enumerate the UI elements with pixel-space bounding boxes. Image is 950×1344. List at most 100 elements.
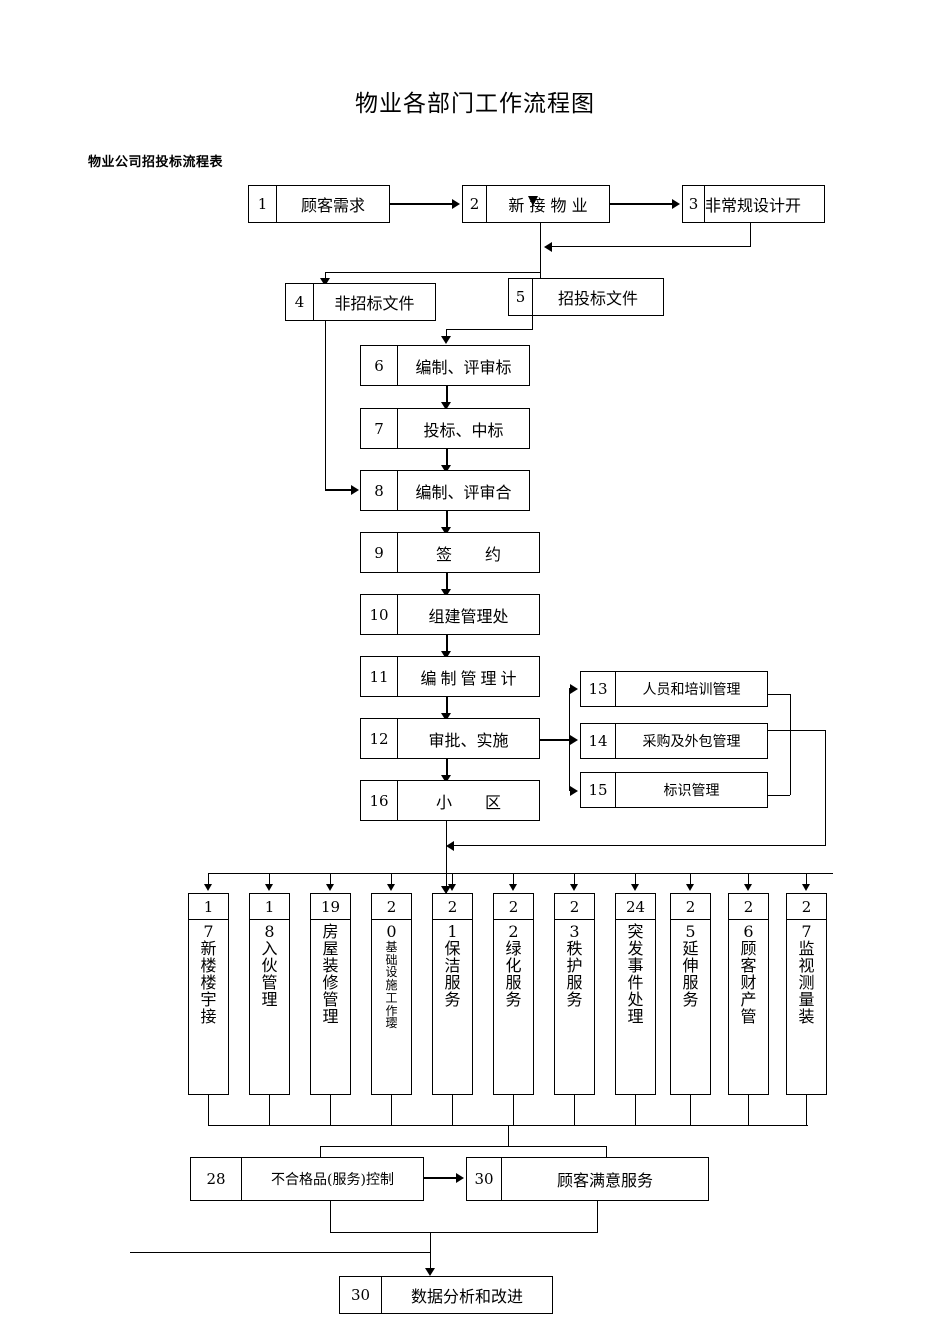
node-30a-label: 顾客满意服务 [556,1171,653,1190]
collector-riser-18 [269,1095,270,1125]
bus-drop-20 [391,873,392,887]
arrowhead-bus-25-icon [686,884,694,891]
node-12-approve-implement[interactable]: 12 审批、实施 [360,718,540,759]
node-30a-number: 30 [467,1158,502,1200]
arrowhead-2-to-3-icon [672,199,680,209]
connector-28-to-30a [424,1177,456,1179]
connector-1-to-2 [390,203,452,205]
collector-riser-24 [635,1095,636,1125]
connector-30a-down [597,1201,598,1233]
node-3-number: 3 [683,186,705,222]
node-22-char-2: 服 [505,972,522,992]
arrowhead-bus-27-icon [802,884,810,891]
collector-drop-to-30a [606,1146,607,1160]
node-21-cleaning-service[interactable]: 2 1 保 洁 服 务 [432,893,473,1095]
node-25-num-cont: 5 [685,922,696,941]
node-22-greening-service[interactable]: 2 2 绿 化 服 务 [493,893,534,1095]
node-18-move-in-management[interactable]: 1 8 入 伙 管 理 [249,893,290,1095]
node-15-label: 标识管理 [663,783,720,799]
node-5-bid-document[interactable]: 5 招投标文件 [508,278,664,316]
connector-13-return [768,694,790,695]
node-10-number: 10 [361,595,398,634]
node-8-prepare-review-contract[interactable]: 8 编制、评审合 [360,470,530,511]
node-24-emergency-handling[interactable]: 24 突 发 事 件 处 理 [615,893,656,1095]
connector-6-to-7 [446,386,448,406]
arrowhead-10-to-11-icon [441,651,451,659]
node-3-nonstandard-design[interactable]: 3 非常规设计开 [682,185,825,223]
arrowhead-to-30b-icon [425,1268,435,1276]
node-27-number: 2 [787,894,826,920]
node-28-label: 不合格品(服务)控制 [241,1158,423,1200]
bus-drop-17 [208,873,209,887]
connector-13-15-merge-vertical [790,694,791,795]
node-4-non-bid-document[interactable]: 4 非招标文件 [285,283,436,321]
node-21-char-1: 洁 [444,955,461,975]
node-3-label: 非常规设计开 [705,196,802,215]
node-16-number: 16 [361,781,398,820]
node-25-extended-service[interactable]: 2 5 延 伸 服 务 [670,893,711,1095]
connector-outer-return-horizontal [454,845,826,846]
arrowhead-to-14-icon [570,735,578,745]
node-21-number: 2 [433,894,472,920]
node-11-prepare-management-plan[interactable]: 11 编制管理计 [360,656,540,697]
collector-riser-22 [513,1095,514,1125]
node-18-char-2: 管 [261,972,278,992]
node-14-purchasing-outsourcing-management[interactable]: 14 采购及外包管理 [580,723,768,759]
node-20-label: 0 基 础 设 施 工 作 璎 [372,920,411,1094]
node-26-char-4: 管 [740,1006,757,1026]
node-11-number: 11 [361,657,398,696]
node-15-signage-management[interactable]: 15 标识管理 [580,772,768,808]
node-26-char-3: 产 [740,989,757,1009]
node-15-number: 15 [581,773,616,807]
node-5-number: 5 [509,279,533,315]
node-13-personnel-training-management[interactable]: 13 人员和培训管理 [580,671,768,707]
bus-drop-22 [513,873,514,887]
node-6-prepare-review-bid[interactable]: 6 编制、评审标 [360,345,530,386]
node-26-customer-property-management[interactable]: 2 6 顾 客 财 产 管 [728,893,769,1095]
node-24-char-1: 发 [627,938,644,958]
node-9-label: 签 约 [435,544,516,564]
arrowhead-bus-18-icon [265,884,273,891]
collector-riser-23 [574,1095,575,1125]
node-7-bidding-winning[interactable]: 7 投标、中标 [360,408,530,449]
node-24-char-4: 处 [627,989,644,1009]
arrowhead-to-15-icon [570,786,578,796]
node-28-nonconforming-control[interactable]: 28 不合格品(服务)控制 [190,1157,424,1201]
node-19-house-decoration-management[interactable]: 19 房 屋 装 修 管 理 [310,893,351,1095]
node-21-char-0: 保 [444,938,461,958]
node-20-char-0: 基 [385,939,398,954]
node-27-monitoring-measuring-equipment[interactable]: 2 7 监 视 测 量 装 [786,893,827,1095]
node-17-char-2: 楼 [200,972,217,992]
arrowhead-9-to-10-icon [441,589,451,597]
node-25-char-3: 务 [682,989,699,1009]
node-30b-data-analysis-improvement[interactable]: 30 数据分析和改进 [339,1276,553,1314]
node-21-char-3: 务 [444,989,461,1009]
node-23-label: 3 秩 护 服 务 [555,920,594,1094]
connector-4-to-8-vertical [325,321,326,490]
node-23-order-service[interactable]: 2 3 秩 护 服 务 [554,893,595,1095]
collector-split-bus [320,1146,606,1147]
node-20-infrastructure-work[interactable]: 2 0 基 础 设 施 工 作 璎 [371,893,412,1095]
node-23-char-0: 秩 [566,938,583,958]
node-16-community[interactable]: 16 小 区 [360,780,540,821]
node-30a-customer-satisfaction-service[interactable]: 30 顾客满意服务 [466,1157,709,1201]
connector-12-out [540,739,570,741]
node-17-new-building-handover[interactable]: 1 7 新 楼 楼 宇 接 [188,893,229,1095]
collector-riser-17 [208,1095,209,1125]
arrowhead-16-to-bus-icon [441,886,451,894]
node-9-sign-contract[interactable]: 9 签 约 [360,532,540,573]
node-10-establish-management-office[interactable]: 10 组建管理处 [360,594,540,635]
node-1-customer-demand[interactable]: 1 顾客需求 [248,185,390,223]
node-25-char-0: 延 [682,938,699,958]
node-20-char-2: 设 [385,965,398,980]
node-18-char-1: 伙 [261,955,278,975]
connector-2-to-3 [610,203,672,205]
node-26-label: 6 顾 客 财 产 管 [729,920,768,1094]
connector-9-to-10 [446,573,448,593]
arrowhead-4-to-8-icon [351,485,359,495]
node-12-number: 12 [361,719,398,758]
node-24-char-2: 事 [627,955,644,975]
connector-outer-return-vertical [825,730,826,845]
node-6-label: 编制、评审标 [415,357,512,377]
collector-riser-21 [452,1095,453,1125]
